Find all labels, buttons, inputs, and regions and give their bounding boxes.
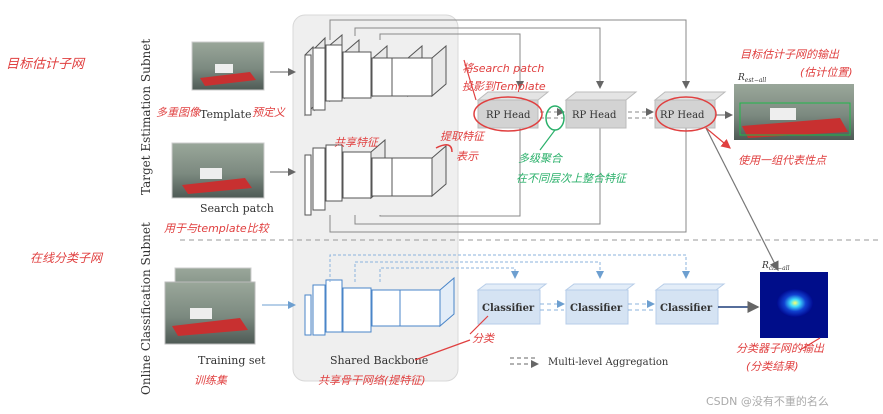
- backbone-stack-template: [304, 33, 447, 117]
- template-image: [191, 41, 265, 91]
- anno-multi-image: 多重图像: [156, 106, 201, 119]
- anno-represent: 表示: [456, 150, 479, 163]
- estimated-output-image: [734, 84, 854, 140]
- anno-multilevel: 多级聚合: [518, 152, 564, 165]
- anno-points: 使用一组代表性点: [738, 154, 828, 167]
- rp-head-3-circle: [655, 96, 717, 132]
- svg-text:RP Head: RP Head: [486, 110, 531, 121]
- search-patch-image: [171, 142, 265, 199]
- anno-classify: 分类: [472, 332, 496, 345]
- classifier-1: Classifier: [476, 283, 548, 325]
- r-est-label: Rest−all: [737, 73, 766, 84]
- anno-output-est: 目标估计子网的输出: [740, 48, 840, 61]
- anno-compare: 用于与template比较: [164, 222, 271, 235]
- rp-head-2: RP Head: [564, 91, 638, 129]
- anno-predefined: 预定义: [252, 106, 286, 119]
- training-set-image: [164, 267, 256, 345]
- anno-output-est-paren: (估计位置): [800, 66, 853, 79]
- anno-shared-feature: 共享特征: [334, 136, 380, 149]
- online-subnet-label: Online Classification Subnet: [139, 222, 153, 395]
- anno-project-1: 将search patch: [462, 62, 544, 75]
- rp-head-1-circle: [473, 96, 543, 132]
- svg-text:RP Head: RP Head: [660, 110, 705, 121]
- svg-text:RP Head: RP Head: [572, 110, 617, 121]
- backbone-stack-training: [304, 276, 455, 336]
- svg-text:Classifier: Classifier: [660, 303, 713, 314]
- anno-online-subnet: 在线分类子网: [30, 251, 104, 265]
- anno-project-2: 投影到Template: [462, 80, 546, 93]
- anno-output-cls-paren: (分类结果): [746, 360, 799, 373]
- anno-training: 训练集: [194, 374, 228, 387]
- svg-text:Multi-level Aggregation: Multi-level Aggregation: [548, 357, 669, 368]
- search-patch-label: Search patch: [200, 202, 274, 215]
- svg-text:Classifier: Classifier: [570, 303, 623, 314]
- backbone-stack-search: [304, 138, 447, 216]
- anno-output-cls: 分类器子网的输出: [736, 342, 825, 355]
- classifier-2: Classifier: [564, 283, 636, 325]
- anno-target-subnet: 目标估计子网: [6, 57, 86, 72]
- anno-backbone: 共享骨干网络(提特征): [318, 374, 426, 387]
- template-label: Template: [200, 108, 251, 121]
- target-subnet-label: Target Estimation Subnet: [139, 39, 153, 195]
- r-cls-label: Rcls−all: [761, 261, 790, 272]
- svg-text:Classifier: Classifier: [482, 303, 535, 314]
- backbone-label: Shared Backbone: [330, 354, 428, 367]
- legend-multilevel: Multi-level Aggregation: [510, 357, 669, 368]
- rp-head-1: RP Head: [476, 91, 550, 129]
- anno-integrate: 在不同层次上整合特征: [516, 172, 628, 185]
- classifier-3: Classifier: [654, 283, 726, 325]
- training-set-label: Training set: [198, 354, 266, 367]
- watermark: CSDN @没有不重的名么: [706, 394, 829, 408]
- anno-extract-feature: 提取特征: [440, 130, 486, 143]
